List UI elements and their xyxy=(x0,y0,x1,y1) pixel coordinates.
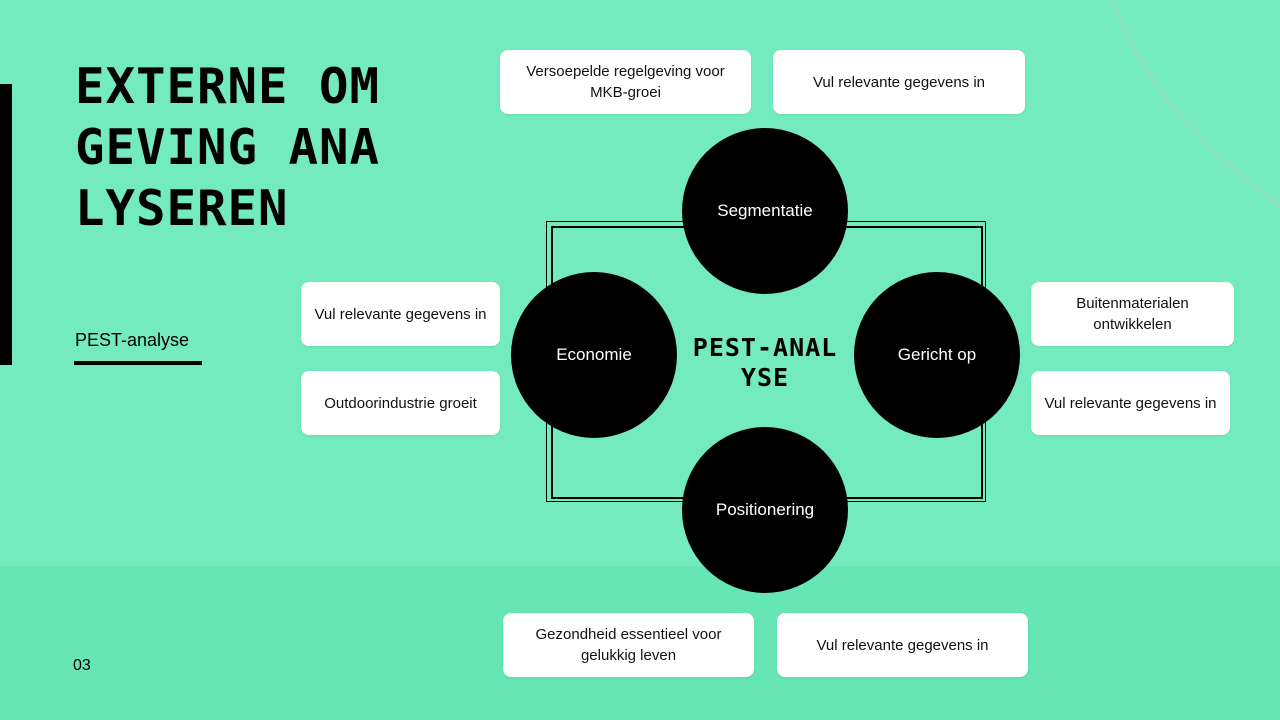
left-accent-bar xyxy=(0,84,12,365)
node-label: Segmentatie xyxy=(717,201,813,220)
node-label: Positionering xyxy=(715,500,815,519)
node-segmentatie: Segmentatie xyxy=(682,128,848,294)
card-text: Vul relevante gegevens in xyxy=(1044,394,1217,412)
card-left-top: Vul relevante gegevens in xyxy=(301,282,500,346)
page-number: 03 xyxy=(73,657,91,674)
node-economie: Economie xyxy=(511,272,677,438)
node-gericht-op: Gericht op xyxy=(854,272,1020,438)
card-right-bottom: Vul relevante gegevens in xyxy=(1031,371,1230,435)
card-bottom-right: Vul relevante gegevens in xyxy=(777,613,1028,677)
card-text: Gezondheid essentieel voor gelukkig leve… xyxy=(535,626,722,664)
card-left-bottom: Outdoorindustrie groeit xyxy=(301,371,500,435)
card-text: Outdoorindustrie groeit xyxy=(324,394,477,412)
card-bottom-left: Gezondheid essentieel voor gelukkig leve… xyxy=(503,613,754,677)
node-label: Gericht op xyxy=(897,345,977,364)
card-top-right: Vul relevante gegevens in xyxy=(773,50,1025,114)
node-label: Economie xyxy=(556,345,632,364)
card-text: Vul relevante gegevens in xyxy=(314,305,487,323)
card-right-top: Buitenmaterialen ontwikkelen xyxy=(1031,282,1234,346)
card-text: Buitenmaterialen ontwikkelen xyxy=(1076,295,1189,333)
slide-title: EXTERNE OMGEVING ANALYSEREN xyxy=(75,58,381,237)
node-positionering: Positionering xyxy=(682,427,848,593)
card-text: Vul relevante gegevens in xyxy=(816,636,989,654)
slide-subtitle: PEST-analyse xyxy=(75,330,190,350)
subtitle-underline xyxy=(74,361,202,365)
card-text: Vul relevante gegevens in xyxy=(812,73,986,91)
card-top-left: Versoepelde regelgeving voor MKB-groei xyxy=(500,50,751,114)
card-text: Versoepelde regelgeving voor MKB-groei xyxy=(526,63,725,101)
diagram-center-label: PEST-ANALYSE xyxy=(692,333,838,392)
